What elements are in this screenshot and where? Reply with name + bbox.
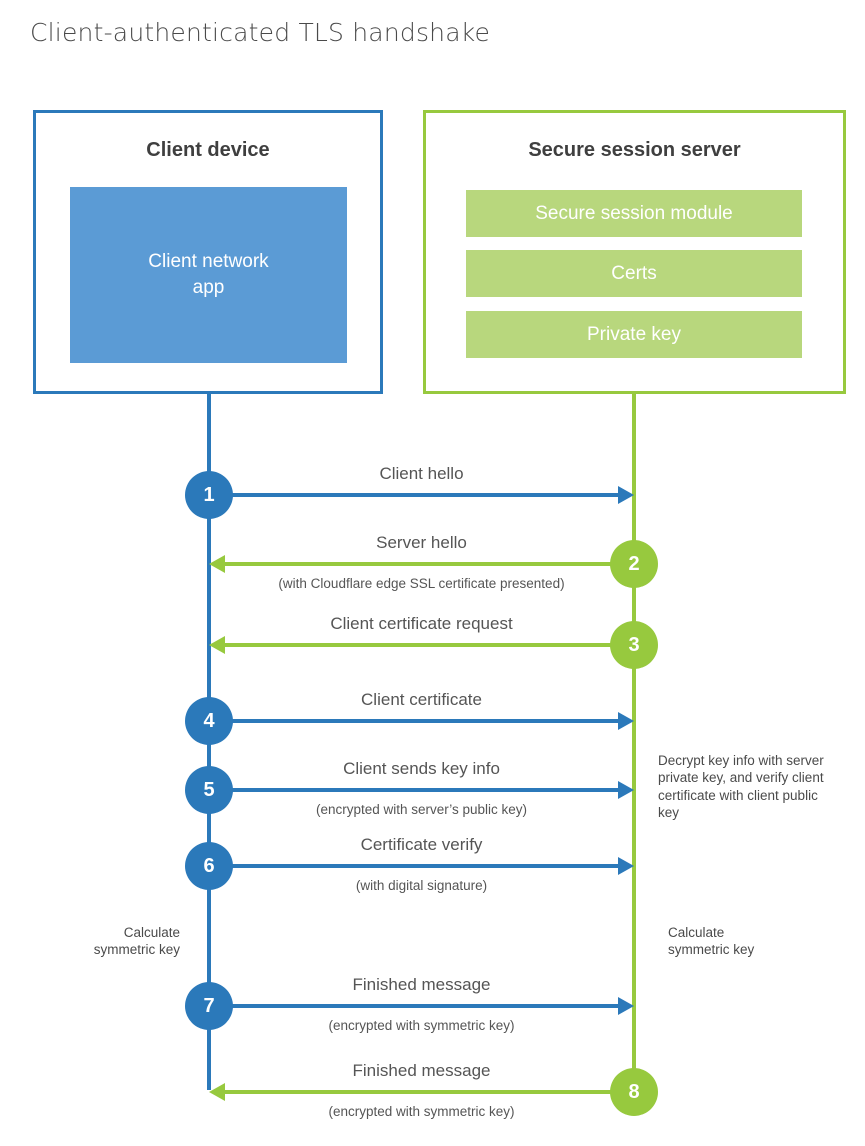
step-badge: 4 xyxy=(185,697,233,745)
message-label: Finished message xyxy=(352,1061,491,1080)
message-label: Server hello xyxy=(376,533,467,552)
message-subtext: (with Cloudflare edge SSL certificate pr… xyxy=(278,576,565,591)
client-network-app-box: Client network app xyxy=(70,187,347,363)
step-badge: 1 xyxy=(185,471,233,519)
secure-session-server-heading: Secure session server xyxy=(528,139,741,161)
arrow-line xyxy=(209,493,620,497)
arrow-line xyxy=(209,719,620,723)
arrowhead-right-icon xyxy=(618,486,634,504)
step-number: 8 xyxy=(628,1080,640,1103)
arrowhead-right-icon xyxy=(618,857,634,875)
arrowhead-right-icon xyxy=(618,712,634,730)
step-badge: 3 xyxy=(610,621,658,669)
step-badge: 2 xyxy=(610,540,658,588)
server-decrypt-note: Decrypt key info with server private key… xyxy=(658,753,824,820)
page-title: Client-authenticated TLS handshake xyxy=(30,18,491,47)
step-number: 4 xyxy=(203,709,215,732)
step-number: 3 xyxy=(628,633,640,656)
client-calculate-symmetric-key-note: Calculate symmetric key xyxy=(93,925,180,958)
arrowhead-right-icon xyxy=(618,997,634,1015)
server-calculate-symmetric-key-note: Calculate symmetric key xyxy=(668,925,755,958)
step-badge: 6 xyxy=(185,842,233,890)
step-badge: 8 xyxy=(610,1068,658,1116)
message-label: Client certificate xyxy=(361,690,482,709)
message-label: Finished message xyxy=(352,975,491,994)
server-module-certs: Certs xyxy=(466,250,802,297)
message-subtext: (encrypted with server’s public key) xyxy=(315,802,528,817)
arrowhead-left-icon xyxy=(209,1083,225,1101)
server-module-private-key: Private key xyxy=(466,311,802,358)
arrow-line xyxy=(223,562,634,566)
message-subtext: (encrypted with symmetric key) xyxy=(328,1018,515,1033)
step-number: 1 xyxy=(203,483,215,506)
message-subtext: (encrypted with symmetric key) xyxy=(328,1104,515,1119)
message-label: Client certificate request xyxy=(330,614,513,633)
step-number: 7 xyxy=(203,994,215,1017)
arrow-line xyxy=(223,643,634,647)
server-lifeline xyxy=(632,392,636,1092)
arrow-line xyxy=(223,1090,634,1094)
message-label: Client hello xyxy=(379,464,464,483)
arrow-line xyxy=(209,864,620,868)
message-label: Certificate verify xyxy=(360,835,483,854)
arrowhead-left-icon xyxy=(209,555,225,573)
arrowhead-right-icon xyxy=(618,781,634,799)
arrow-line xyxy=(209,1004,620,1008)
step-badge: 5 xyxy=(185,766,233,814)
arrowhead-left-icon xyxy=(209,636,225,654)
step-badge: 7 xyxy=(185,982,233,1030)
step-number: 5 xyxy=(203,778,215,801)
client-device-heading: Client device xyxy=(146,139,270,161)
arrow-line xyxy=(209,788,620,792)
step-number: 6 xyxy=(203,854,215,877)
step-number: 2 xyxy=(628,552,640,575)
server-module-secure-session: Secure session module xyxy=(466,190,802,237)
message-subtext: (with digital signature) xyxy=(355,878,488,893)
message-label: Client sends key info xyxy=(343,759,500,778)
